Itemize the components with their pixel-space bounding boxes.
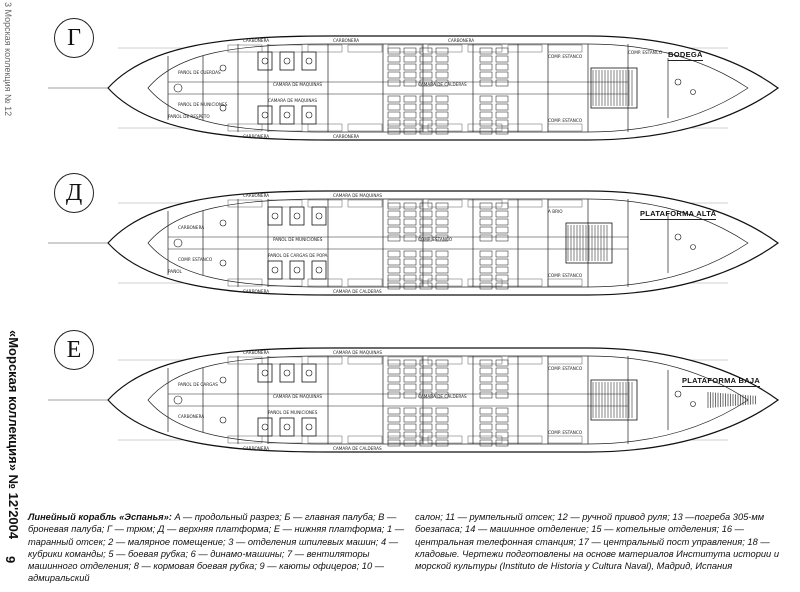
room-label: CARBONERA: [178, 225, 204, 230]
magazine-side-title: «Морская коллекция» № 12'2004: [6, 330, 21, 540]
deck-label: PLATAFORMA ALTA: [640, 209, 717, 220]
room-label: PAÑOL DE MUNICIONES: [273, 237, 323, 242]
figure-caption-left: Линейный корабль «Эспанья»: A — продольн…: [28, 511, 408, 585]
room-label: PAÑOL: [168, 269, 183, 274]
deck-letter-badge: Г: [54, 18, 94, 58]
room-label: COMP. ESTANCO: [178, 257, 213, 262]
caption-text-left: A — продольный разрез; Б — главная палуб…: [28, 512, 405, 584]
deck-letter-badge: Д: [54, 173, 94, 213]
room-label: CAMARA DE MAQUINAS: [268, 98, 317, 103]
deck-plan-d: Д PLATAFORMA ALTA CARBONERA CARBONERA CAMA…: [28, 165, 798, 325]
room-label: PAÑOL DE RESPETO: [168, 114, 210, 119]
room-label: CARBONERA: [243, 38, 269, 43]
room-label: COMP. ESTANCO: [548, 273, 583, 278]
room-label: CARBONERA: [243, 446, 269, 451]
hull-outline: [107, 347, 780, 453]
room-label: CAMARA DE CALDERAS: [333, 289, 382, 294]
deck-label: PLATAFORMA BAJA: [682, 376, 761, 387]
room-label: COMP. ESTANCO: [418, 237, 453, 242]
hull-outline: [107, 35, 780, 141]
hull-drawing: CARBONERA CARBONERA CAMARA DE MAQUINAS CAMA…: [48, 347, 780, 453]
hull-drawing: CARBONERA CARBONERA CAMARA DE MAQUINAS CAMA…: [48, 190, 780, 296]
room-label: COMP. ESTANCO: [548, 366, 583, 371]
room-label: CARBONERA: [333, 38, 359, 43]
room-label: COMP. ESTANCO: [628, 50, 663, 55]
deck-letter-badge: Е: [54, 330, 94, 370]
room-label: COMP. ESTANCO: [548, 118, 583, 123]
room-label: PAÑOL DE CUERDAS: [178, 70, 221, 75]
room-label: CAMARA DE MAQUINAS: [333, 193, 382, 198]
room-label: CARBONERA: [448, 38, 474, 43]
room-label: CAMARA DE MAQUINAS: [333, 350, 382, 355]
room-label: COMP. ESTANCO: [548, 430, 583, 435]
deck-label: BODEGA: [668, 50, 703, 61]
side-note: 3 Морская коллекция № 12: [3, 2, 13, 117]
caption-title: Линейный корабль «Эспанья»:: [28, 512, 172, 522]
room-label: PAÑOL DE CARGAS: [178, 382, 218, 387]
room-label: CARBONERA: [243, 134, 269, 139]
room-label: CARBONERA: [243, 289, 269, 294]
deck-plan-e: Е PLATAFORMA BAJA CARBONERA CARBONERA CAMA…: [28, 322, 798, 482]
room-label: CAMARA DE CALDERAS: [418, 394, 467, 399]
caption-text-right: салон; 11 — румпельный отсек; 12 — ручно…: [415, 512, 779, 572]
room-label: CAMARA DE CALDERAS: [333, 446, 382, 451]
room-label: PAÑOL DE CARGAS DE POPA: [268, 253, 327, 258]
room-label: CARBONERA: [333, 134, 359, 139]
hull-drawing: CARBONERA CARBONERA CARBONERA CARBONERA CAMA…: [48, 35, 780, 141]
room-label: A BRIO: [548, 209, 563, 214]
room-label: COMP. ESTANCO: [548, 54, 583, 59]
room-label: CAMARA DE MAQUINAS: [273, 82, 322, 87]
page-number: 9: [3, 556, 18, 564]
hull-outline: [107, 190, 780, 296]
room-label: CARBONERA: [178, 414, 204, 419]
room-label: CAMARA DE CALDERAS: [418, 82, 467, 87]
room-label: PAÑOL DE MUNICIONES: [178, 102, 228, 107]
room-label: PAÑOL DE MUNICIONES: [268, 410, 318, 415]
room-label: CAMARA DE MAQUINAS: [273, 394, 322, 399]
room-label: CARBONERA: [243, 350, 269, 355]
room-label: CARBONERA: [243, 193, 269, 198]
figure-caption-right: салон; 11 — румпельный отсек; 12 — ручно…: [415, 511, 790, 572]
